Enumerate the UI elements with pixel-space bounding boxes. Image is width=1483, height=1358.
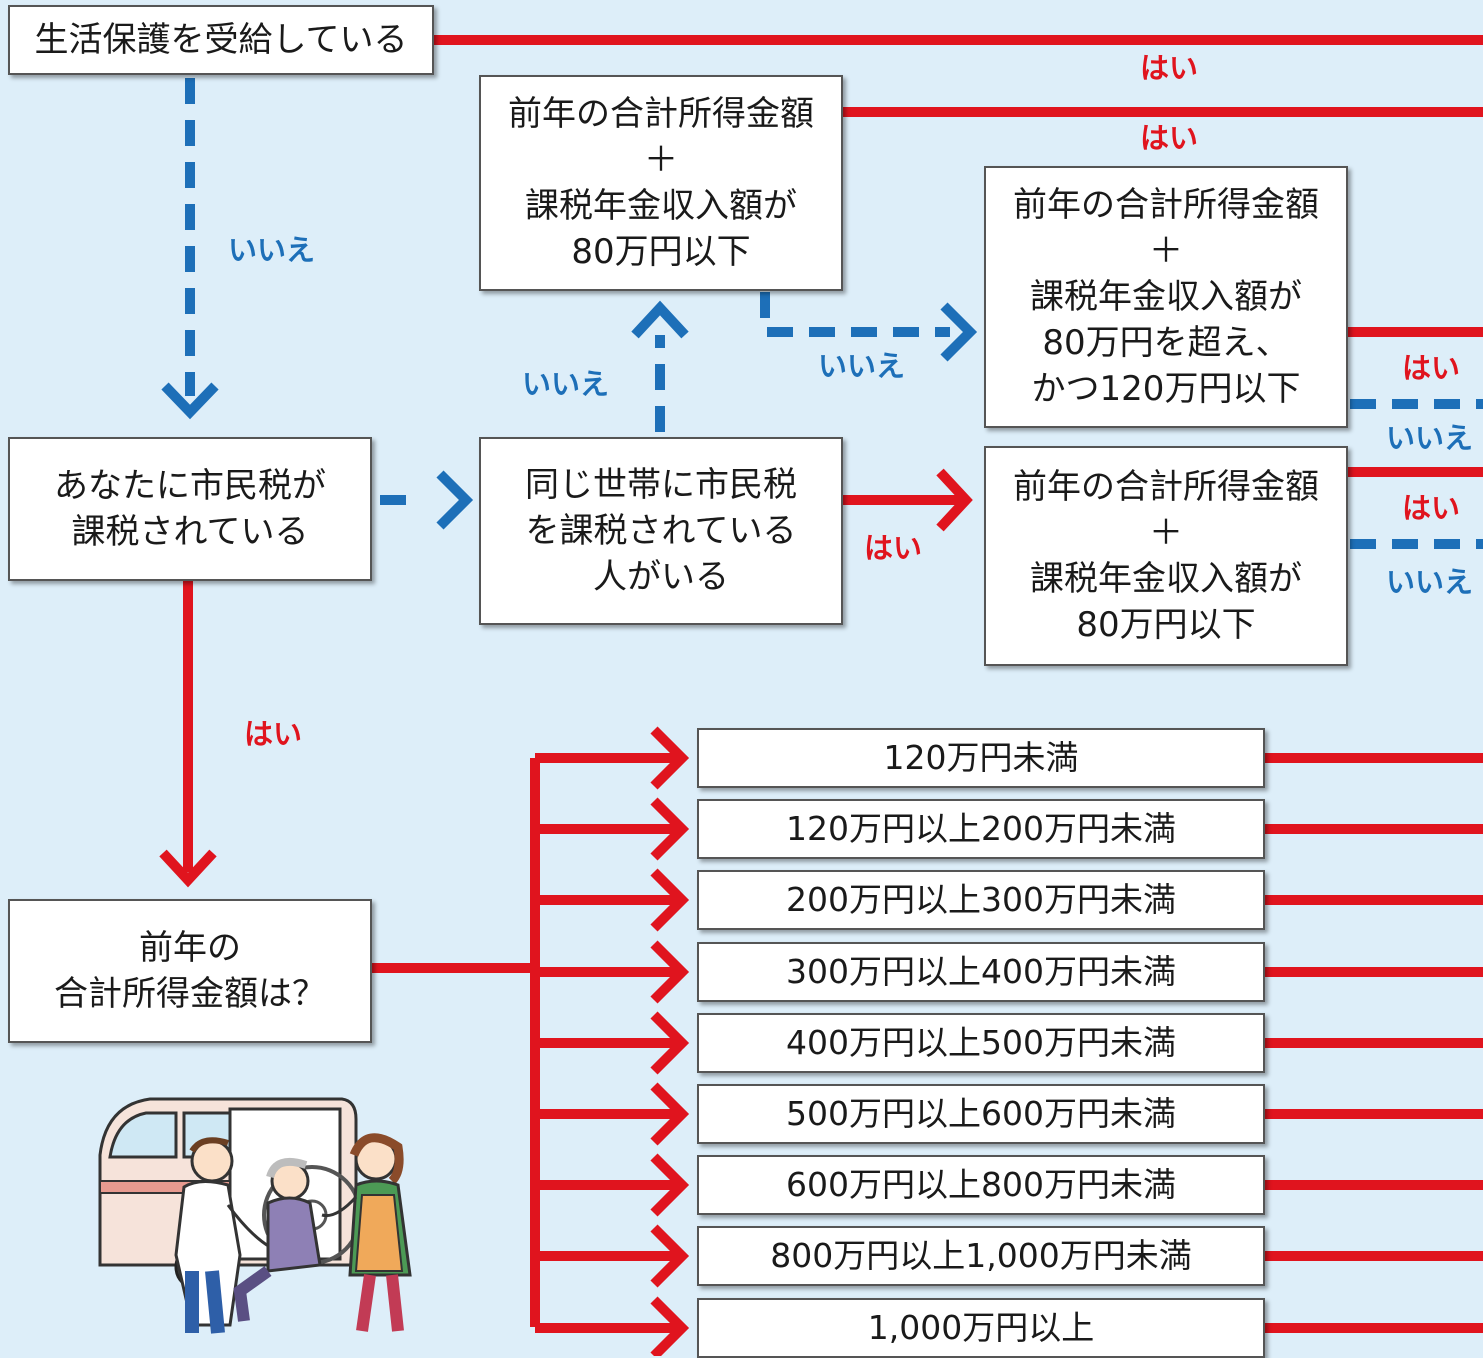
income-range-label: 1,000万円以上: [867, 1308, 1095, 1347]
welfare-question-text: 生活保護を受給している: [34, 20, 408, 60]
no-label-welfare: いいえ: [228, 233, 316, 267]
no-arrowhead-household: [631, 300, 689, 339]
yes-label-le80-top: はい: [1140, 121, 1199, 155]
taxed-self-text: あなたに市民税が 課税されている: [54, 466, 326, 552]
yes-arrowhead-household: [936, 468, 973, 532]
income-question-box: 前年の 合計所得金額は？: [8, 899, 372, 1043]
welfare-question-box: 生活保護を受給している: [8, 5, 434, 75]
income-le80-top-text: 前年の合計所得金額 ＋ 課税年金収入額が 80万円以下: [508, 94, 814, 272]
yes-label-welfare: はい: [1140, 51, 1199, 85]
income-range-arrowhead: [650, 1224, 690, 1288]
income-range-box: 120万円未満: [697, 728, 1265, 788]
yes-label-le80-bottom: はい: [1402, 491, 1461, 525]
no-arrowhead-taxed-self: [436, 470, 474, 530]
income-range-arrowhead: [650, 797, 690, 861]
income-range-arrowhead: [650, 726, 690, 790]
income-range-label: 120万円以上200万円未満: [786, 809, 1176, 848]
income-range-box: 1,000万円以上: [697, 1298, 1265, 1358]
income-le80-bottom-box: 前年の合計所得金額 ＋ 課税年金収入額が 80万円以下: [984, 446, 1348, 666]
income-le80-top-box: 前年の合計所得金額 ＋ 課税年金収入額が 80万円以下: [479, 75, 843, 291]
yes-label-80-120: はい: [1402, 351, 1461, 385]
income-80-120-text: 前年の合計所得金額 ＋ 課税年金収入額が 80万円を超え、 かつ120万円以下: [1013, 185, 1319, 409]
yes-label-household: はい: [864, 531, 923, 565]
no-label-80-120: いいえ: [1386, 421, 1474, 455]
income-range-box: 600万円以上800万円未満: [697, 1155, 1265, 1215]
income-range-box: 300万円以上400万円未満: [697, 942, 1265, 1002]
income-range-box: 400万円以上500万円未満: [697, 1013, 1265, 1073]
income-range-arrowhead: [650, 1082, 690, 1146]
income-range-arrowhead: [650, 868, 690, 932]
income-range-label: 600万円以上800万円未満: [786, 1165, 1176, 1204]
no-arrowhead-le80-top: [940, 302, 978, 362]
income-range-box: 120万円以上200万円未満: [697, 799, 1265, 859]
no-label-le80-top: いいえ: [818, 349, 906, 383]
income-question-text: 前年の 合計所得金額は？: [54, 928, 326, 1014]
income-range-box: 200万円以上300万円未満: [697, 870, 1265, 930]
income-le80-bottom-text: 前年の合計所得金額 ＋ 課税年金収入額が 80万円以下: [1013, 467, 1319, 645]
income-range-label: 400万円以上500万円未満: [786, 1023, 1176, 1062]
income-range-label: 800万円以上1,000万円未満: [770, 1236, 1192, 1275]
yes-label-taxed-self: はい: [244, 717, 303, 751]
income-range-box: 800万円以上1,000万円未満: [697, 1226, 1265, 1286]
income-range-label: 200万円以上300万円未満: [786, 880, 1176, 919]
income-range-label: 300万円以上400万円未満: [786, 952, 1176, 991]
income-range-label: 500万円以上600万円未満: [786, 1094, 1176, 1133]
taxed-self-box: あなたに市民税が 課税されている: [8, 437, 372, 581]
no-label-le80-bottom: いいえ: [1386, 565, 1474, 599]
no-line-le80-top: [760, 292, 950, 337]
income-range-arrowhead: [650, 1296, 690, 1356]
household-taxed-box: 同じ世帯に市民税 を課税されている 人がいる: [479, 437, 843, 625]
yes-arrowhead-income-question: [159, 849, 217, 888]
household-taxed-text: 同じ世帯に市民税 を課税されている 人がいる: [525, 465, 797, 597]
income-80-120-box: 前年の合計所得金額 ＋ 課税年金収入額が 80万円を超え、 かつ120万円以下: [984, 166, 1348, 428]
no-arrowhead-welfare: [161, 382, 219, 420]
income-range-box: 500万円以上600万円未満: [697, 1084, 1265, 1144]
no-label-household: いいえ: [522, 367, 610, 401]
income-range-arrowhead: [650, 1153, 690, 1217]
income-range-arrowhead: [650, 1011, 690, 1075]
income-range-arrowhead: [650, 940, 690, 1004]
care-van-wheelchair-illustration: [98, 1097, 412, 1334]
income-range-label: 120万円未満: [883, 738, 1079, 777]
